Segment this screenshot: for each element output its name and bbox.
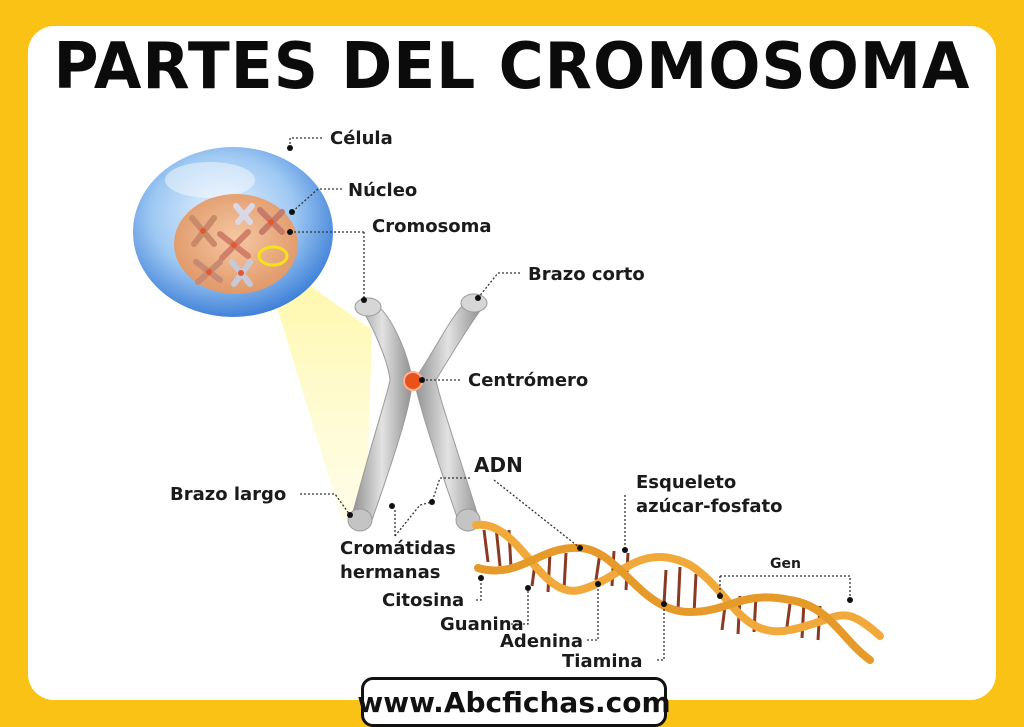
highlight-ring-icon xyxy=(257,245,289,267)
label-esqueleto-1: Esqueleto xyxy=(636,472,736,493)
label-adn: ADN xyxy=(474,453,523,477)
label-cromatidas-2: hermanas xyxy=(340,562,440,583)
label-esqueleto-2: azúcar-fosfato xyxy=(636,496,782,517)
label-cromosoma: Cromosoma xyxy=(372,216,492,237)
dna-helix-icon xyxy=(472,520,884,664)
label-guanina: Guanina xyxy=(440,614,524,635)
label-tiamina: Tiamina xyxy=(562,651,642,672)
page-title: PARTES DEL CROMOSOMA xyxy=(53,30,971,104)
label-celula: Célula xyxy=(330,128,393,149)
label-cromatidas-1: Cromátidas xyxy=(340,538,456,559)
website-link[interactable]: www.Abcfichas.com xyxy=(357,677,671,727)
label-centromero: Centrómero xyxy=(468,370,588,391)
label-nucleo: Núcleo xyxy=(348,180,417,201)
label-citosina: Citosina xyxy=(382,590,464,611)
label-brazo-largo: Brazo largo xyxy=(170,484,286,505)
label-gen: Gen xyxy=(770,556,801,572)
label-brazo-corto: Brazo corto xyxy=(528,264,645,285)
zoom-beam xyxy=(262,258,372,520)
panel xyxy=(28,26,996,700)
chromosome-icon xyxy=(347,293,488,532)
label-adenina: Adenina xyxy=(500,631,583,652)
